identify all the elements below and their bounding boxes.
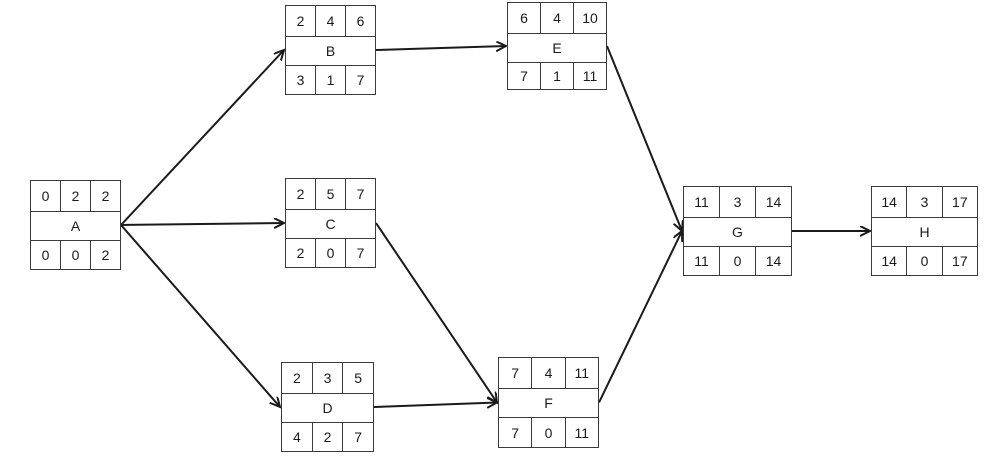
- node-G-bottom-cell-1: 0: [720, 247, 756, 275]
- node-G-bottom-cell-0: 11: [684, 247, 720, 275]
- node-B-top-cell-0: 2: [286, 6, 316, 36]
- node-D-bottom-cell-2: 7: [354, 429, 363, 445]
- node-E-label-row: E: [508, 34, 606, 63]
- node-F-label-row: F: [499, 389, 598, 418]
- node-F-top-cell-0: 7: [499, 358, 533, 388]
- node-D-top-cell-0: 2: [282, 363, 313, 393]
- node-E-top-cell-0: 6: [508, 3, 541, 33]
- node-G-top-cell-1: 3: [720, 187, 756, 217]
- node-F-bottom-cell-2: 11: [574, 424, 590, 441]
- node-B-bottom-cell-0: 3: [286, 66, 316, 94]
- node-G-label-row: G: [684, 218, 791, 247]
- node-H-top-cell-0: 14: [872, 187, 908, 217]
- edge-D-F: [373, 403, 497, 408]
- edge-F-G: [598, 231, 682, 403]
- edge-A-B: [120, 50, 284, 226]
- node-A-label-row: A: [31, 212, 120, 241]
- node-H-label-row: H: [872, 218, 977, 247]
- node-B-label-row: B: [286, 37, 375, 66]
- node-F-bottom-cell-1: 0: [532, 418, 566, 447]
- node-G-bottom-cell-2: 14: [765, 253, 782, 269]
- node-F-label: F: [544, 395, 553, 411]
- node-E-bottom-cell-1: 1: [541, 63, 574, 89]
- node-B-top-cell-2: 6: [356, 13, 365, 29]
- node-C-label: C: [325, 216, 336, 232]
- node-H-top-cell-1: 3: [907, 187, 943, 217]
- node-D-top-cell-2: 5: [354, 370, 363, 386]
- node-A-bottom-cell-1: 0: [61, 241, 91, 269]
- node-H-bottom-cell-0: 14: [872, 247, 908, 275]
- edge-A-C: [120, 223, 284, 225]
- node-H-top-cell-2: 17: [952, 194, 968, 210]
- node-D-label: D: [322, 400, 333, 416]
- node-C-top-cell-2: 7: [356, 186, 365, 202]
- node-H-bottom-cell-2: 17: [952, 253, 968, 269]
- node-F-top-cell-1: 4: [532, 358, 566, 388]
- node-C-bottom-cell-2: 7: [356, 245, 365, 261]
- node-B-bottom-cell-2: 7: [356, 72, 365, 88]
- node-G-label: G: [732, 224, 743, 240]
- edge-E-G: [606, 45, 682, 231]
- node-A-bottom-cell-2: 2: [101, 247, 110, 263]
- node-D-label-row: D: [282, 394, 373, 423]
- edge-A-D: [120, 224, 280, 407]
- node-C-label-row: C: [286, 210, 375, 239]
- edge-B-E: [375, 46, 506, 50]
- node-A-top-cell-0: 0: [31, 181, 61, 211]
- node-H-label: H: [919, 224, 930, 240]
- node-H-bottom-cell-1: 0: [907, 247, 943, 275]
- node-G-top-cell-2: 14: [765, 194, 782, 210]
- node-E-bottom-cell-0: 7: [508, 63, 541, 89]
- node-E-label: E: [552, 40, 562, 56]
- node-A-bottom-cell-0: 0: [31, 241, 61, 269]
- node-G-top-cell-0: 11: [684, 187, 720, 217]
- node-C-top-cell-0: 2: [286, 179, 316, 209]
- edge-C-F: [375, 222, 497, 403]
- node-A-top-cell-2: 2: [101, 188, 110, 204]
- node-D-bottom-cell-1: 2: [313, 423, 344, 451]
- node-E-top-cell-2: 10: [582, 10, 598, 26]
- node-F-bottom-cell-0: 7: [499, 418, 533, 447]
- node-D-top-cell-1: 3: [313, 363, 344, 393]
- node-B-bottom-cell-1: 1: [316, 66, 346, 94]
- node-B-top-cell-1: 4: [316, 6, 346, 36]
- node-A-label: A: [70, 218, 81, 234]
- node-A-top-cell-1: 2: [61, 181, 91, 211]
- node-F-top-cell-2: 11: [574, 365, 590, 381]
- node-C-top-cell-1: 5: [316, 179, 346, 209]
- node-B-label: B: [325, 43, 336, 59]
- node-C-bottom-cell-0: 2: [286, 239, 316, 267]
- node-E-bottom-cell-2: 11: [582, 68, 598, 84]
- node-C-bottom-cell-1: 0: [316, 239, 346, 267]
- node-E-top-cell-1: 4: [541, 3, 574, 33]
- node-D-bottom-cell-0: 4: [282, 423, 313, 451]
